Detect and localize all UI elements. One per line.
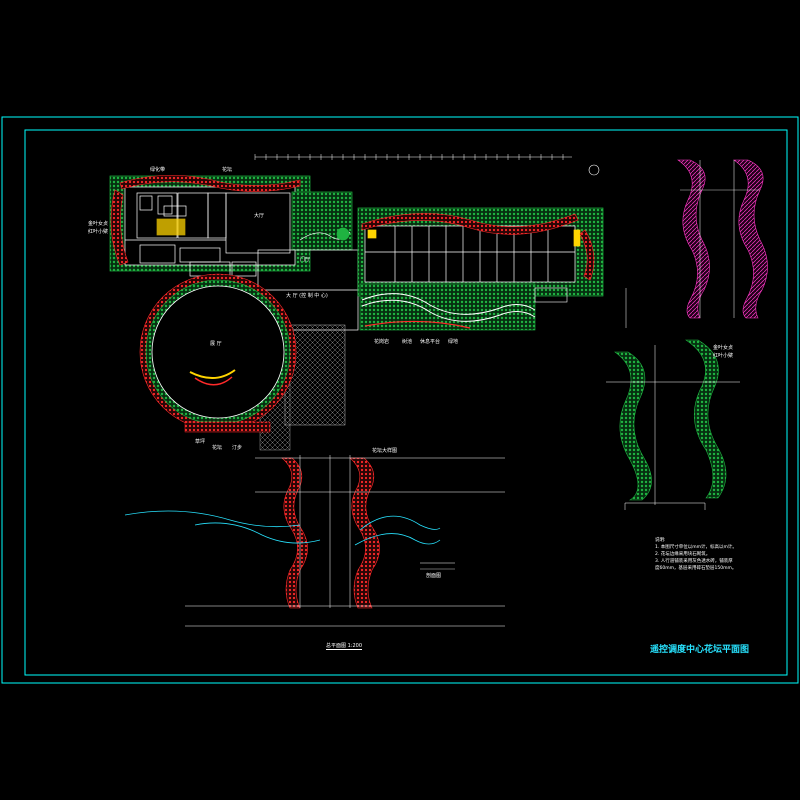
bottom-label-3: 花岗岩	[374, 339, 390, 345]
building-left	[109, 175, 311, 277]
note-line: 度60mm，基层采用碎石垫层150mm。	[655, 566, 737, 571]
small-label: 剖面图	[426, 573, 442, 579]
outer-frame	[1, 116, 799, 684]
right-top-flowerbed	[361, 213, 579, 235]
round-hall	[139, 273, 297, 433]
room-label-hall: 大厅	[254, 213, 265, 219]
notes-block: 说明: 1. 本图尺寸单位以mm计，标高以m计。 2. 花坛边缘采用块石砌筑。 …	[655, 537, 780, 572]
room-label-control: 大 厅 (控 制 中 心)	[286, 293, 328, 299]
scale-caption: 总平面图 1:200	[326, 643, 362, 650]
north-arrow	[588, 164, 600, 176]
right-end-flowerbed	[579, 229, 595, 281]
lower-garden	[359, 283, 568, 331]
legend-right-1: 红叶小檗	[713, 353, 734, 359]
bottom-label-5: 休息平台	[420, 339, 441, 345]
legend-right-0: 金叶女贞	[713, 345, 734, 351]
bottom-label-0: 草坪	[195, 439, 206, 445]
top-dimension-line	[254, 154, 572, 160]
note-line: 1. 本图尺寸单位以mm计，标高以m计。	[655, 545, 737, 550]
bottom-label-2: 汀步	[232, 445, 243, 451]
room-label-exhibit: 展 厅	[210, 341, 222, 347]
strip-detail-upper	[677, 159, 768, 319]
notes-heading: 说明:	[655, 538, 666, 543]
middle-detail	[124, 455, 505, 627]
mid-label: 花坛大样图	[372, 448, 398, 454]
bottom-label-6: 绿地	[448, 339, 459, 345]
bottom-label-1: 花坛	[212, 445, 223, 451]
top-label-0: 绿化带	[150, 167, 166, 173]
bottom-label-4: 树池	[402, 339, 413, 345]
note-line: 3. 人行道铺装采用灰色透水砖，铺装厚	[655, 559, 733, 564]
top-label-1: 花坛	[222, 167, 233, 173]
legend-left-1: 红叶小檗	[88, 229, 109, 235]
left-flowerbed	[110, 189, 129, 266]
legend-left-0: 金叶女贞	[88, 221, 109, 227]
drawing-title: 遥控调度中心花坛平面图	[650, 645, 750, 655]
room-label-lobby: 门厅	[300, 257, 311, 263]
note-line: 2. 花坛边缘采用块石砌筑。	[655, 552, 711, 557]
top-flowerbed	[119, 174, 301, 192]
strip-detail-lower	[606, 339, 740, 510]
connector	[257, 191, 359, 331]
inner-frame	[24, 129, 788, 676]
